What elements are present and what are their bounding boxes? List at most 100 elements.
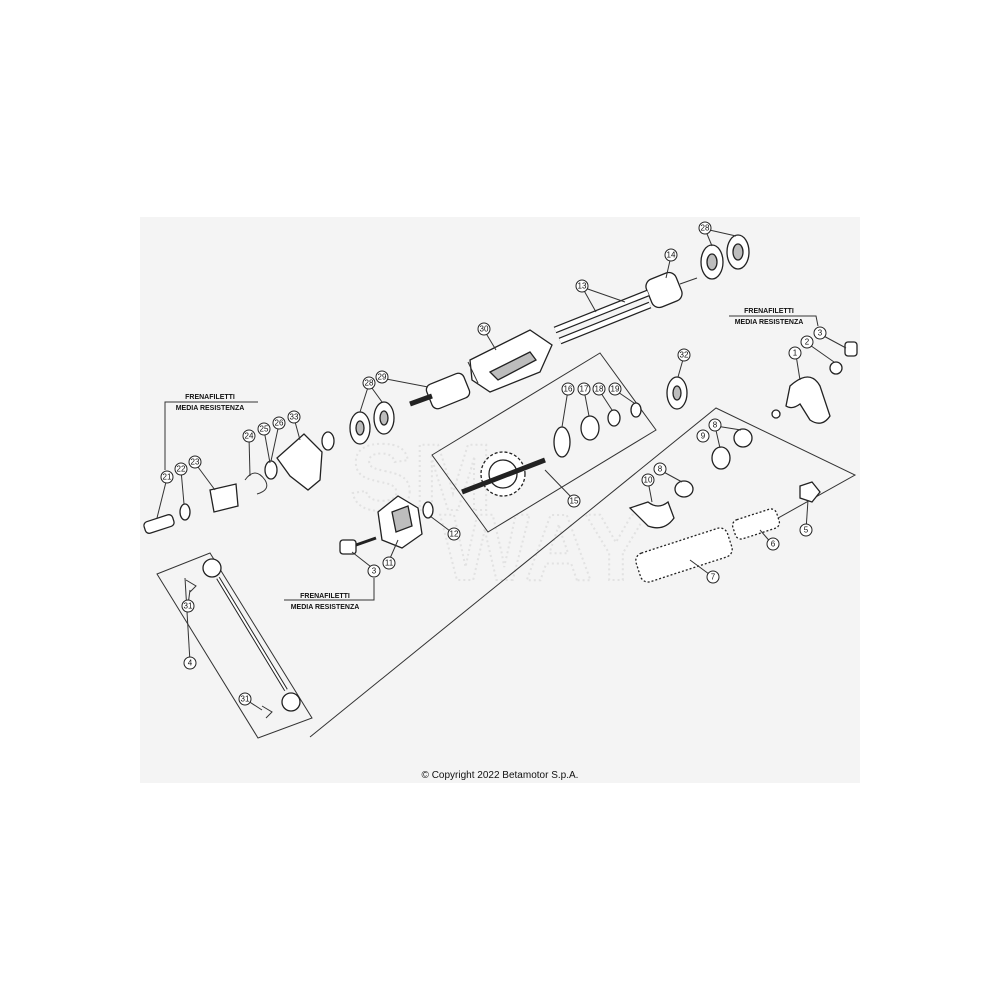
callout-23: 23 [188,455,202,469]
washer-12 [422,501,434,519]
note-right-line1: FRENAFILETTI [744,308,794,315]
rod-ball-joint-top [202,558,222,578]
shift-fork [771,341,858,424]
diagram-panel [140,217,860,783]
shaft-stub [679,277,698,285]
callout-24: 24 [242,429,256,443]
callout-17-label: 17 [580,385,589,394]
drum-edge [467,361,479,384]
callout-28: 28 [698,221,712,235]
callout-32: 32 [677,348,691,362]
callout-25-label: 25 [260,425,269,434]
callout-3: 3 [813,326,827,340]
callout-1: 1 [788,346,802,360]
note-left-line2: MEDIA RESISTENZA [176,405,245,412]
lever-plate [244,433,323,495]
bearing-bore [355,420,365,436]
star-wheel-center [391,505,413,533]
bearing-bore [732,243,744,261]
bolt-21 [143,514,175,534]
callout-18: 18 [592,382,606,396]
callout-14-label: 14 [667,251,676,260]
thrust-washer [580,415,600,441]
gear-assembly [461,402,642,497]
callout-30: 30 [477,322,491,336]
gear-shaft [461,457,546,495]
bolt-3-right [844,341,858,357]
shift-rod [185,558,301,719]
callout-11-label: 11 [385,559,394,568]
callout-8b-label: 8 [658,465,663,474]
washer-2 [829,361,843,375]
ratchet-lever-10 [628,500,675,529]
callout-31: 31 [181,599,195,613]
note-right: FRENAFILETTI MEDIA RESISTENZA [729,308,819,327]
callout-29-label: 29 [378,373,387,382]
callout-8-label: 8 [713,421,718,430]
note-center-line1: FRENAFILETTI [300,593,350,600]
callout-10: 10 [641,473,655,487]
callout-1-label: 1 [793,349,798,358]
note-right-line2: MEDIA RESISTENZA [735,319,804,326]
drum-shaft-body [425,372,471,410]
springs [635,508,781,583]
stopper-plate [209,483,239,513]
callout-6-label: 6 [771,540,776,549]
callout-23-label: 23 [191,458,200,467]
ratchet-9 [711,446,731,470]
pin-5 [799,481,821,503]
circlip [630,402,642,418]
callout-12-label: 12 [450,530,459,539]
callout-4-label: 4 [188,659,193,668]
callout-31-label: 31 [184,602,193,611]
callout-16: 16 [561,382,575,396]
callout-14: 14 [664,248,678,262]
callout-7: 7 [706,570,720,584]
callout-5: 5 [799,523,813,537]
callout-29: 29 [375,370,389,384]
copyright-text: © Copyright 2022 Betamotor S.p.A. [421,770,579,781]
callout-10-label: 10 [644,476,653,485]
bushing [607,409,621,427]
group-outlines [156,352,857,739]
note-center-pointer [284,578,375,601]
drum-slot [488,351,537,381]
callout-21-label: 21 [163,473,172,482]
pin-1-inner [554,290,649,333]
callout-3b-label: 3 [372,567,377,576]
callout-17: 17 [577,382,591,396]
callout-13: 13 [575,279,589,293]
callout-22: 22 [174,462,188,476]
shaft-end-part [645,271,698,309]
shaft-end-body [645,271,683,309]
callout-13-label: 13 [578,282,587,291]
spring-24 [244,472,268,495]
drum-shaft-stub [409,393,433,407]
stopper-parts [143,483,239,534]
callout-7-label: 7 [711,573,716,582]
callout-31b: 31 [238,692,252,706]
callout-8: 8 [708,418,722,432]
callout-12: 12 [447,527,461,541]
callout-31b-label: 31 [241,695,250,704]
callout-3-label: 3 [818,329,823,338]
washer-8-top [733,428,753,448]
note-center: FRENAFILETTI MEDIA RESISTENZA [284,578,375,611]
pins [553,289,652,345]
callout-3b: 3 [367,564,381,578]
note-left-pointer [164,401,258,470]
shift-group-outline [309,407,857,738]
callout-5-label: 5 [804,526,809,535]
fork-ball [771,409,781,419]
callout-6: 6 [766,537,780,551]
callout-18-label: 18 [595,385,604,394]
pin-2-inner [559,302,651,344]
callout-19-label: 19 [611,385,620,394]
callout-9: 9 [696,429,710,443]
callout-26-label: 26 [275,419,284,428]
watermark-line1: SM [350,425,493,531]
note-right-pointer [729,315,819,327]
rod-ball-joint-bottom [281,692,301,712]
spring-7 [635,527,733,583]
callout-25: 25 [257,422,271,436]
